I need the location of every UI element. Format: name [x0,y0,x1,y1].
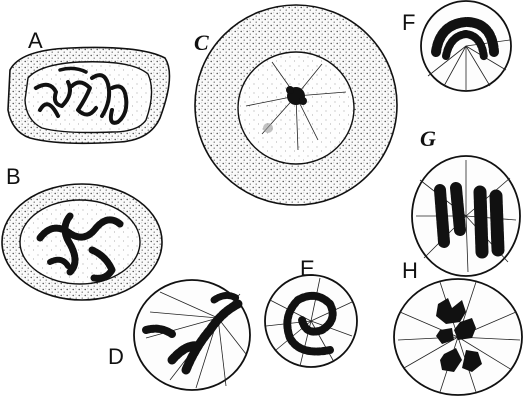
cell-f [421,1,511,91]
label-h: H [402,258,418,283]
cell-e [265,275,357,367]
label-f: F [402,10,415,35]
cell-g [412,156,520,276]
label-c: C [194,30,209,55]
label-e: E [300,256,315,281]
label-d: D [108,344,124,369]
cell-b [2,184,162,300]
cell-c [195,5,397,205]
label-b: B [6,164,21,189]
cell-d [134,280,250,390]
cell-a [8,47,169,143]
cell-h [394,279,522,395]
label-g: G [420,126,436,151]
label-a: A [28,28,43,53]
